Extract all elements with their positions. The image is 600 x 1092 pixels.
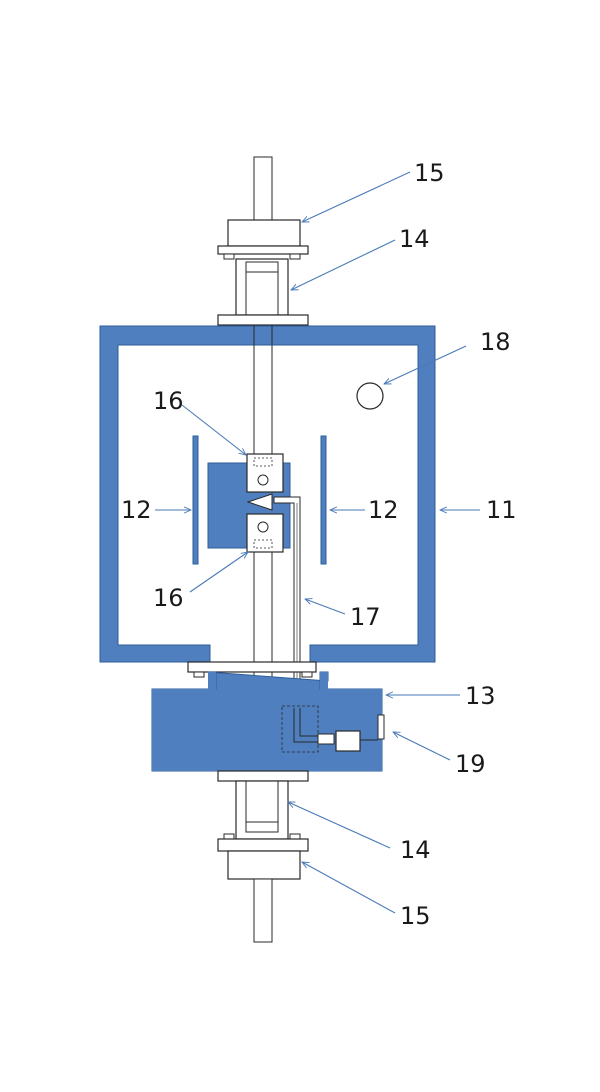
leader-16-top (182, 405, 246, 455)
middle-flange-plate (188, 662, 316, 672)
bottom-bolt-right (290, 834, 300, 839)
bottom-flange-block-15 (228, 851, 300, 879)
label-14-bottom: 14 (400, 836, 431, 864)
label-11: 11 (486, 496, 517, 524)
label-18: 18 (480, 328, 511, 356)
electrode-plate-left-12 (193, 436, 198, 564)
label-12-right: 12 (368, 496, 399, 524)
leader-15-top (302, 172, 410, 222)
middle-bolt-left (194, 672, 204, 677)
leader-16-bottom (190, 552, 248, 592)
bottom-flange-plate (218, 839, 308, 851)
connector-plug (318, 734, 334, 744)
label-16-top: 16 (153, 387, 184, 415)
label-14-top: 14 (399, 225, 430, 253)
label-19: 19 (455, 750, 486, 778)
leader-19 (393, 732, 450, 760)
upper-clamp-hole (258, 475, 268, 485)
top-mount-plate (218, 315, 308, 325)
top-inner-coupling (246, 262, 278, 272)
lower-clamp-16 (247, 514, 283, 552)
top-bolt-right (290, 254, 300, 259)
label-12-left: 12 (121, 496, 152, 524)
electrode-plate-right-12 (321, 436, 326, 564)
top-flange-plate (218, 246, 308, 254)
middle-bolt-right (302, 672, 312, 677)
label-15-bottom: 15 (400, 902, 431, 930)
upper-clamp-16 (247, 454, 283, 492)
bottom-mount-plate (218, 771, 308, 781)
label-15-top: 15 (414, 159, 445, 187)
leader-17 (305, 599, 345, 614)
top-bolt-left (224, 254, 234, 259)
bottom-bolt-left (224, 834, 234, 839)
leader-15-bottom (302, 862, 395, 913)
bottom-inner-coupling (246, 822, 278, 832)
sensor-box (336, 731, 360, 751)
label-17: 17 (350, 603, 381, 631)
top-flange-block-15 (228, 220, 300, 246)
feedthrough-19 (378, 715, 384, 739)
bottom-shaft (254, 879, 272, 942)
viewport-18 (357, 383, 383, 409)
label-13: 13 (465, 682, 496, 710)
lower-clamp-hole (258, 522, 268, 532)
label-16-bottom: 16 (153, 584, 184, 612)
